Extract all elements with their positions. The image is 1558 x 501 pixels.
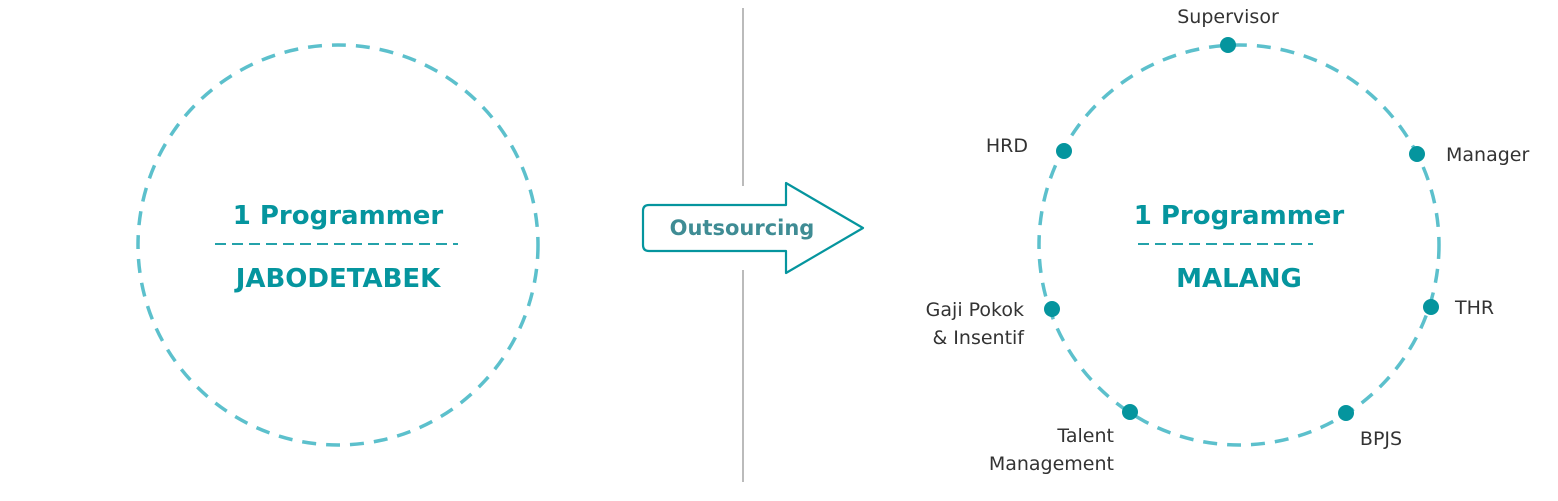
left-dashed-circle: [136, 43, 540, 447]
left-title: 1 Programmer: [233, 201, 444, 231]
right-dashed-circle: [1037, 43, 1441, 447]
node-label-hrd: HRD: [986, 135, 1028, 157]
node-label-gaji-line1: Gaji Pokok: [926, 299, 1024, 321]
node-label-thr: THR: [1454, 297, 1494, 319]
node-dot-hrd: [1056, 143, 1072, 159]
node-label-talent-line1: Talent: [1056, 425, 1114, 447]
outsourcing-arrow: Outsourcing: [641, 181, 865, 275]
right-group: 1 Programmer MALANG Supervisor Manager T…: [926, 6, 1530, 475]
node-label-bpjs: BPJS: [1360, 428, 1402, 450]
node-dot-bpjs: [1338, 405, 1354, 421]
arrow-label: Outsourcing: [670, 216, 815, 240]
arrow-shape: [641, 181, 865, 275]
node-dot-manager: [1409, 146, 1425, 162]
right-location: MALANG: [1176, 264, 1302, 294]
node-dot-supervisor: [1220, 37, 1236, 53]
node-dot-gaji: [1044, 301, 1060, 317]
node-label-manager: Manager: [1446, 144, 1529, 166]
node-dot-thr: [1423, 299, 1439, 315]
node-label-supervisor: Supervisor: [1177, 6, 1279, 28]
right-title: 1 Programmer: [1134, 201, 1345, 231]
node-label-gaji-line2: & Insentif: [932, 327, 1025, 349]
node-dot-talent: [1122, 404, 1138, 420]
left-location: JABODETABEK: [234, 264, 441, 294]
left-group: 1 Programmer JABODETABEK: [136, 43, 540, 447]
node-label-talent-line2: Management: [989, 453, 1114, 475]
